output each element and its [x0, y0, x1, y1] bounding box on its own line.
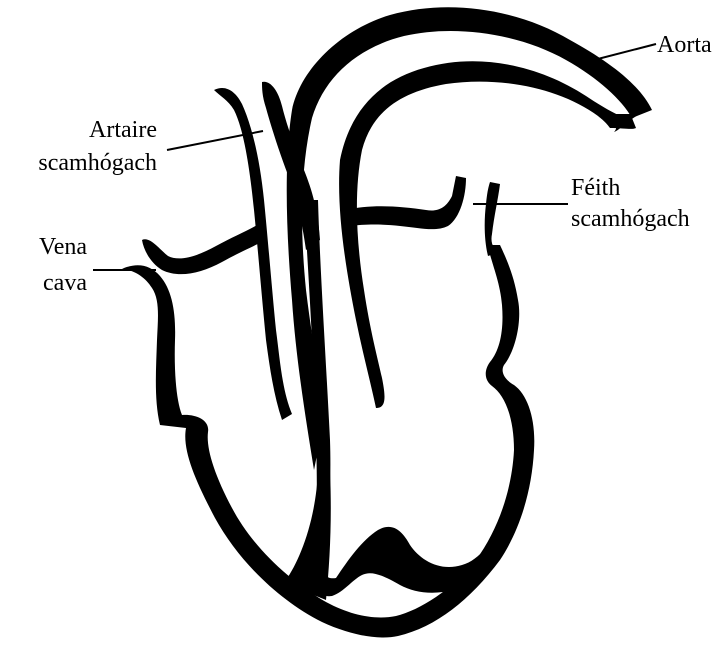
- pulmonary-vein-label-line1: Féith: [571, 175, 620, 201]
- pulmonary-vein-label-line2: scamhógach: [571, 206, 690, 232]
- pulmonary-vein-branch: [346, 176, 466, 229]
- pulmonary-artery-label-line2: scamhógach: [38, 150, 157, 176]
- right-ventricle-wall: [286, 470, 331, 600]
- aorta-leader-line: [590, 44, 656, 61]
- pulmonary-artery-label-line1: Artaire: [89, 117, 157, 143]
- pulmonary-branch-left: [142, 222, 266, 274]
- vena-cava-label-line2: cava: [43, 270, 87, 296]
- pulmonary-vein-right: [485, 182, 500, 256]
- aorta-label: Aorta: [657, 32, 712, 58]
- heart-septum: [304, 200, 512, 596]
- vena-cava-label-line1: Vena: [39, 234, 87, 260]
